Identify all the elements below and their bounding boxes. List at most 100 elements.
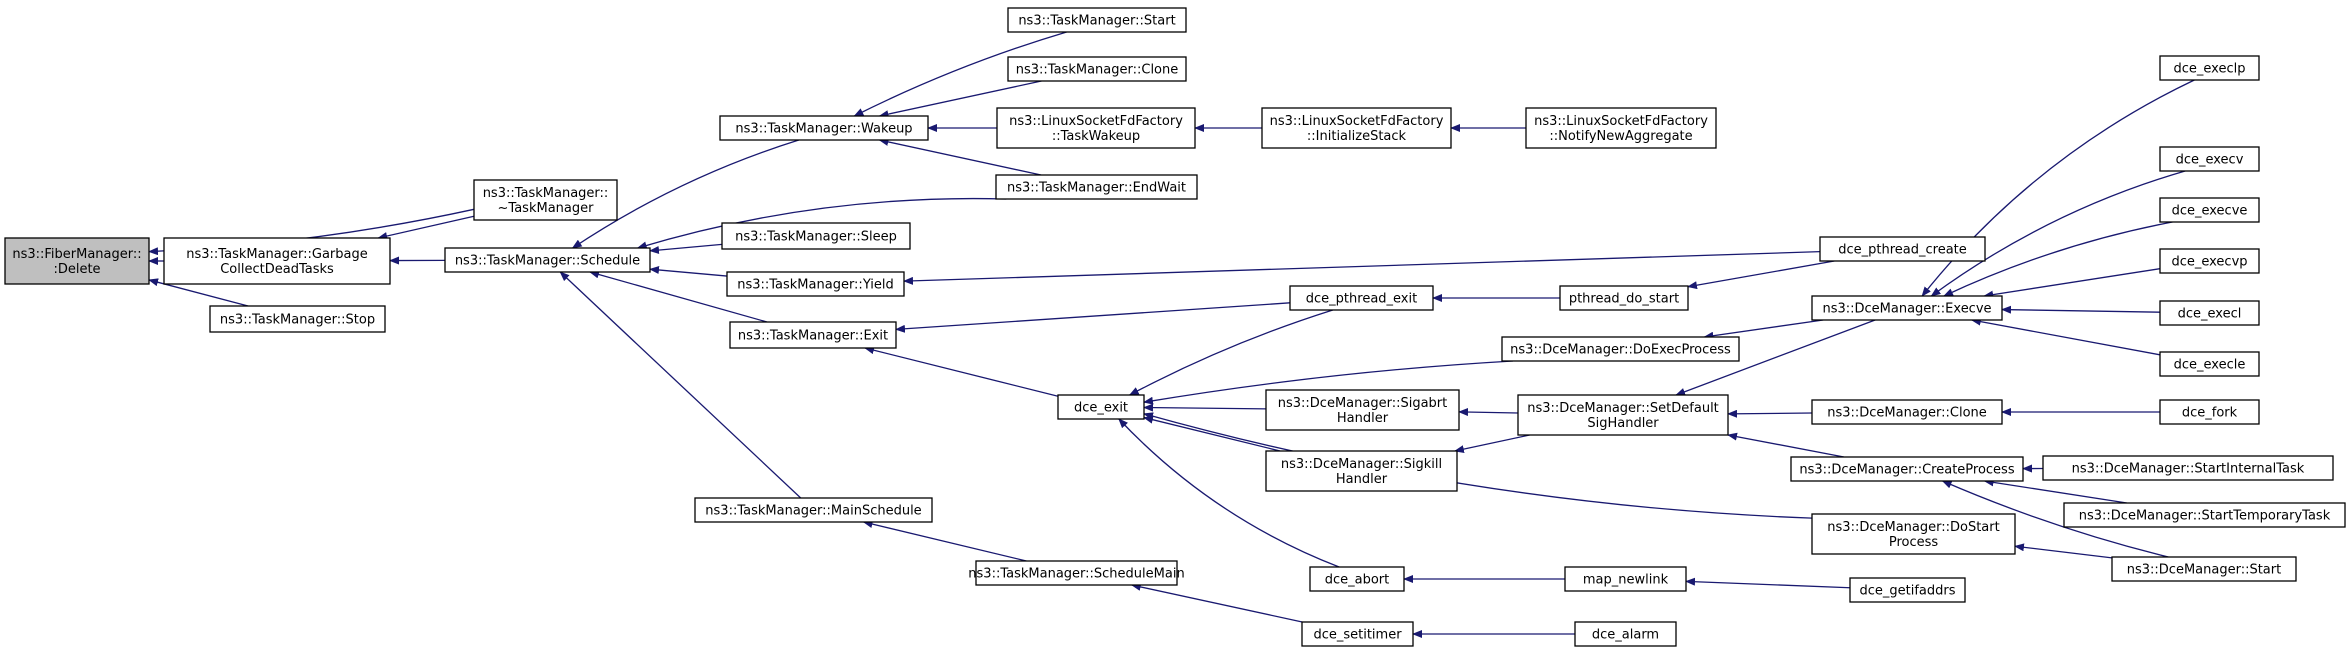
node-dm-doexecprocess[interactable]: ns3::DceManager::DoExecProcess (1501, 336, 1740, 362)
node-tm-stop[interactable]: ns3::TaskManager::Stop (209, 305, 386, 333)
node-dm-createprocess[interactable]: ns3::DceManager::CreateProcess (1790, 456, 2024, 482)
node-label: Process (1889, 535, 1939, 550)
edge-dm-execve-to-dm-doexecprocess (1703, 319, 1824, 340)
node-tm-schedulemain[interactable]: ns3::TaskManager::ScheduleMain (968, 560, 1185, 586)
node-dm-execve[interactable]: ns3::DceManager::Execve (1811, 295, 2003, 321)
node-map-newlink[interactable]: map_newlink (1564, 566, 1687, 592)
node-box (209, 305, 386, 333)
edge-dce-exit-to-tm-exit (864, 346, 1059, 397)
node-label: ns3::TaskManager::Sleep (735, 230, 897, 245)
node-label: Handler (1337, 411, 1389, 426)
edge-tm-dtor-to-gc-dead-tasks (377, 215, 475, 240)
node-label: dce_alarm (1592, 628, 1659, 643)
node-pthread-do-start[interactable]: pthread_do_start (1559, 285, 1689, 311)
node-box (1811, 399, 2003, 425)
node-label: dce_pthread_create (1838, 243, 1967, 258)
node-tm-mainschedule[interactable]: ns3::TaskManager::MainSchedule (694, 497, 933, 523)
node-lsf-notify[interactable]: ns3::LinuxSocketFdFactory::NotifyNewAggr… (1525, 107, 1717, 149)
edge-arrow (1983, 268, 2161, 299)
node-box (1501, 336, 1740, 362)
node-label: dce_execle (2174, 358, 2246, 373)
node-dce-execlp[interactable]: dce_execlp (2159, 55, 2260, 81)
edge-arrow (1143, 360, 1514, 405)
edge-dce-execl-to-dm-execve (2001, 305, 2161, 314)
node-box (2159, 399, 2260, 425)
node-dm-start[interactable]: ns3::DceManager::Start (2111, 556, 2297, 582)
node-tm-start[interactable]: ns3::TaskManager::Start (1007, 7, 1187, 33)
node-box (4, 237, 150, 285)
node-box (721, 222, 911, 250)
edge-dce-pthread-exit-to-tm-exit (895, 302, 1291, 333)
node-label: ns3::TaskManager::Garbage (186, 247, 367, 262)
node-dce-execv[interactable]: dce_execv (2159, 146, 2260, 172)
edge-dm-start-to-dm-dostartprocess (2014, 543, 2113, 559)
node-box (2042, 455, 2334, 481)
edge-arrow (1930, 170, 2186, 297)
node-fiber-delete[interactable]: ns3::FiberManager:::Delete (4, 237, 150, 285)
node-label: dce_execl (2178, 307, 2242, 322)
node-box (996, 107, 1196, 149)
edge-tm-endwait-to-tm-schedule (636, 197, 1007, 250)
node-dce-execle[interactable]: dce_execle (2159, 351, 2260, 377)
node-dce-execl[interactable]: dce_execl (2159, 300, 2260, 326)
node-tm-clone[interactable]: ns3::TaskManager::Clone (1007, 56, 1187, 82)
node-dce-alarm[interactable]: dce_alarm (1574, 621, 1677, 647)
edge-arrow (1685, 577, 1851, 589)
node-tm-schedule[interactable]: ns3::TaskManager::Schedule (444, 247, 651, 273)
node-box (2159, 55, 2260, 81)
edge-tm-start-to-tm-wakeup (853, 31, 1067, 117)
node-dm-startinternal[interactable]: ns3::DceManager::StartInternalTask (2042, 455, 2334, 481)
node-dce-fork[interactable]: dce_fork (2159, 399, 2260, 425)
node-dce-pthread-exit[interactable]: dce_pthread_exit (1289, 285, 1434, 311)
node-dm-clone[interactable]: ns3::DceManager::Clone (1811, 399, 2003, 425)
node-dce-abort[interactable]: dce_abort (1309, 566, 1405, 592)
node-tm-endwait[interactable]: ns3::TaskManager::EndWait (995, 174, 1198, 200)
edge-arrow (1970, 317, 2161, 356)
edge-arrow (589, 270, 768, 323)
node-label: ns3::LinuxSocketFdFactory (1009, 114, 1183, 129)
node-tm-wakeup[interactable]: ns3::TaskManager::Wakeup (719, 115, 929, 141)
node-dce-exit[interactable]: dce_exit (1057, 394, 1145, 420)
node-box (1289, 285, 1434, 311)
node-dce-execvp[interactable]: dce_execvp (2159, 248, 2260, 274)
edge-dm-start-to-dm-createprocess (1941, 480, 2169, 558)
node-tm-exit[interactable]: ns3::TaskManager::Exit (729, 321, 897, 349)
node-label: :Delete (53, 262, 100, 277)
node-box (1057, 394, 1145, 420)
edge-arrow (1703, 319, 1824, 340)
node-lsf-initstack[interactable]: ns3::LinuxSocketFdFactory::InitializeSta… (1261, 107, 1452, 149)
edge-arrow (1130, 583, 1303, 623)
node-dce-pthread-create[interactable]: dce_pthread_create (1819, 236, 1986, 262)
edge-arrow (649, 265, 728, 277)
node-box (1265, 450, 1458, 492)
node-gc-dead-tasks[interactable]: ns3::TaskManager::GarbageCollectDeadTask… (163, 237, 391, 285)
node-box (694, 497, 933, 523)
node-dm-starttemporary[interactable]: ns3::DceManager::StartTemporaryTask (2063, 502, 2346, 528)
edge-dm-setdefsig-to-dm-sigabrt (1458, 408, 1519, 417)
edge-arrow (1941, 480, 2169, 558)
edge-dce-setitimer-to-tm-schedulemain (1130, 583, 1303, 623)
edge-tm-clone-to-tm-wakeup (878, 80, 1042, 119)
node-box (444, 247, 651, 273)
edge-tm-endwait-to-tm-wakeup (878, 137, 1042, 176)
node-box (473, 179, 618, 221)
node-label: CollectDeadTasks (220, 262, 334, 277)
edge-dce-execlp-to-dm-execve (1921, 79, 2195, 297)
node-tm-sleep[interactable]: ns3::TaskManager::Sleep (721, 222, 911, 250)
node-lsf-taskwakeup[interactable]: ns3::LinuxSocketFdFactory::TaskWakeup (996, 107, 1196, 149)
node-box (1559, 285, 1689, 311)
node-box (2111, 556, 2297, 582)
node-tm-yield[interactable]: ns3::TaskManager::Yield (726, 271, 905, 297)
node-dce-getifaddrs[interactable]: dce_getifaddrs (1849, 577, 1966, 603)
node-tm-dtor[interactable]: ns3::TaskManager::~TaskManager (473, 179, 618, 221)
node-label: ns3::TaskManager::MainSchedule (705, 504, 921, 519)
node-box (2159, 248, 2260, 274)
node-dce-setitimer[interactable]: dce_setitimer (1301, 621, 1414, 647)
node-box (1790, 456, 2024, 482)
node-dce-execve[interactable]: dce_execve (2159, 197, 2260, 223)
